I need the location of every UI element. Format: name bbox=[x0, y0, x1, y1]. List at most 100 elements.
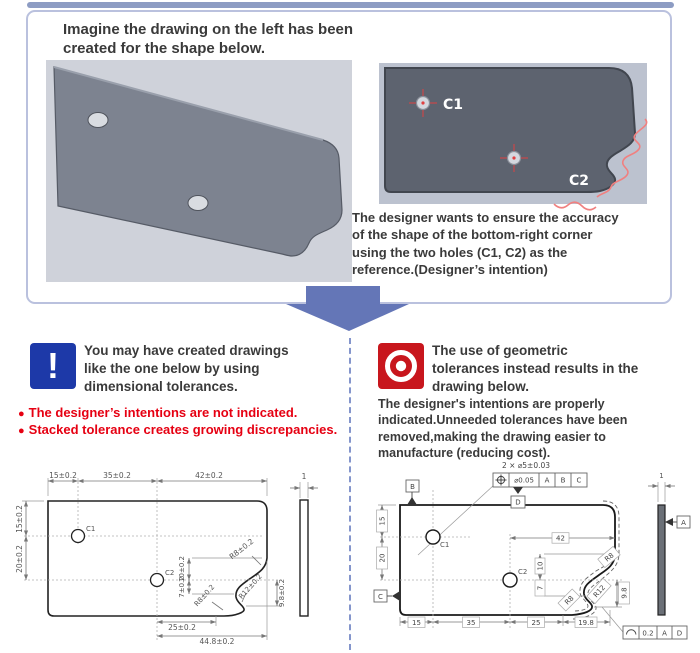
dim-label: 15 bbox=[412, 619, 421, 627]
bullseye-glyph bbox=[385, 350, 417, 382]
fcf-datum: A bbox=[662, 630, 667, 638]
side-view: 1 A bbox=[657, 472, 691, 616]
hole-c2 bbox=[149, 572, 165, 588]
datum-c: C bbox=[373, 589, 400, 603]
left-heading-line: dimensional tolerances. bbox=[84, 378, 238, 394]
right-heading-line: tolerances instead results in the bbox=[432, 360, 639, 376]
part-outline bbox=[47, 500, 268, 617]
intro-title: Imagine the drawing on the left has been… bbox=[63, 20, 353, 58]
datum-triangle bbox=[392, 591, 400, 601]
section-divider bbox=[349, 338, 351, 650]
position-symbol bbox=[495, 474, 507, 486]
profile-tolerance-zone bbox=[572, 500, 620, 620]
dim-label: 10 bbox=[537, 562, 545, 571]
hole-label-c2: C2 bbox=[165, 569, 174, 577]
cad-hole-1 bbox=[87, 112, 109, 128]
profile-fcf: 0.2 A D bbox=[622, 625, 688, 640]
dim-label: 44.8±0.2 bbox=[200, 637, 235, 646]
hole-c2 bbox=[502, 572, 518, 588]
caption-line: using the two holes (C1, C2) as the bbox=[352, 244, 568, 260]
drawback-list: ●The designer’s intentions are not indic… bbox=[18, 405, 348, 438]
warning-icon: ! bbox=[30, 343, 76, 389]
dim-label: 7±0.2 bbox=[178, 576, 186, 597]
top-accent-bar bbox=[27, 2, 674, 8]
highlight-squiggle-icon bbox=[553, 118, 648, 211]
datum-triangle bbox=[513, 487, 523, 494]
boxed-dimensions: 15 20 15 35 25 19.8 42 10 7 R8 R8 R12 9.… bbox=[376, 509, 630, 628]
down-arrow-icon bbox=[286, 286, 409, 331]
dim-label: 42±0.2 bbox=[195, 471, 223, 480]
drawback-bullet: ●Stacked tolerance creates growing discr… bbox=[18, 422, 348, 439]
thickness-label: 1 bbox=[659, 472, 663, 480]
fcf-datum: A bbox=[545, 477, 550, 485]
target-icon bbox=[378, 343, 424, 389]
right-body-line: manufacture (reducing cost). bbox=[378, 445, 551, 460]
bullet-text: Stacked tolerance creates growing discre… bbox=[28, 421, 338, 437]
shape-reference-image: C1 C2 bbox=[379, 63, 648, 211]
profile-of-line-symbol bbox=[626, 629, 637, 635]
datum-triangle bbox=[407, 497, 417, 505]
datum-label-a: A bbox=[681, 519, 686, 527]
dim-label: 25 bbox=[532, 619, 541, 627]
datum-b: B bbox=[405, 479, 420, 505]
dim-label: 20±0.2 bbox=[15, 545, 24, 573]
fcf-datum: B bbox=[561, 477, 566, 485]
datum-label-c: C bbox=[378, 593, 383, 601]
right-body-line: indicated.Unneeded tolerances have been bbox=[378, 413, 628, 428]
bullet-text: The designer’s intentions are not indica… bbox=[28, 405, 298, 420]
dim-label: 35±0.2 bbox=[103, 471, 131, 480]
fcf-datum: C bbox=[577, 477, 582, 485]
dim-label: 15±0.2 bbox=[15, 505, 24, 533]
right-body-line: removed,making the drawing easier to bbox=[378, 429, 606, 444]
dimensional-tolerance-drawing: 15±0.2 35±0.2 42±0.2 15±0.2 20±0.2 C1 C2… bbox=[15, 471, 318, 646]
hole-label-c2: C2 bbox=[518, 568, 527, 576]
reference-shape bbox=[384, 67, 637, 193]
dim-label: 7 bbox=[537, 586, 545, 590]
hole-c2-marker bbox=[500, 144, 528, 172]
dim-label: 35 bbox=[467, 619, 476, 627]
hole-label-c2: C2 bbox=[569, 173, 589, 189]
fcf-datum: D bbox=[677, 630, 682, 638]
thickness-label: 1 bbox=[302, 472, 307, 481]
hole-label-c1: C1 bbox=[443, 97, 463, 113]
dimension-lines bbox=[23, 478, 318, 639]
caption-line: The designer wants to ensure the accurac… bbox=[352, 210, 619, 225]
right-heading-line: The use of geometric bbox=[432, 343, 568, 358]
left-heading: You may have created drawings like the o… bbox=[84, 342, 289, 395]
hole-c1-marker bbox=[409, 89, 437, 117]
dim-label: 42 bbox=[556, 535, 565, 543]
exclamation-glyph: ! bbox=[47, 345, 59, 386]
left-heading-line: like the one below by using bbox=[84, 360, 260, 376]
datum-label-d: D bbox=[515, 499, 520, 507]
bullet-dot-icon: ● bbox=[18, 424, 25, 437]
hole-label-c1: C1 bbox=[86, 525, 95, 533]
drawback-bullet: ●The designer’s intentions are not indic… bbox=[18, 405, 348, 422]
part-outline bbox=[399, 504, 616, 616]
caption-line: of the shape of the bottom-right corner bbox=[352, 227, 593, 243]
left-heading-line: You may have created drawings bbox=[84, 343, 289, 358]
hole-c1 bbox=[425, 529, 441, 545]
side-view bbox=[299, 499, 309, 617]
dim-label: 15 bbox=[379, 517, 387, 526]
dim-label: 25±0.2 bbox=[168, 623, 196, 632]
dim-label: 15±0.2 bbox=[49, 471, 77, 480]
datum-triangle bbox=[665, 518, 673, 526]
right-heading: The use of geometric tolerances instead … bbox=[432, 342, 638, 395]
cad-hole-2 bbox=[187, 195, 209, 211]
right-body-line: The designer's intentions are properly bbox=[378, 397, 605, 411]
intro-panel: Imagine the drawing on the left has been… bbox=[26, 10, 672, 304]
designer-intention-caption: The designer wants to ensure the accurac… bbox=[352, 209, 670, 278]
right-body-text: The designer's intentions are properly i… bbox=[378, 396, 688, 461]
cad-render-image bbox=[46, 60, 352, 282]
dim-label: 19.8 bbox=[578, 619, 594, 627]
dim-label: 10±0.2 bbox=[178, 556, 186, 582]
dim-label: 20 bbox=[379, 554, 387, 563]
hole-c1 bbox=[70, 528, 86, 544]
holes bbox=[70, 528, 165, 588]
datum-label-b: B bbox=[410, 483, 415, 491]
dim-label: 9.8±0.2 bbox=[278, 579, 286, 607]
hole-label-c1: C1 bbox=[440, 541, 449, 549]
bullet-dot-icon: ● bbox=[18, 408, 25, 420]
holes bbox=[425, 529, 518, 588]
